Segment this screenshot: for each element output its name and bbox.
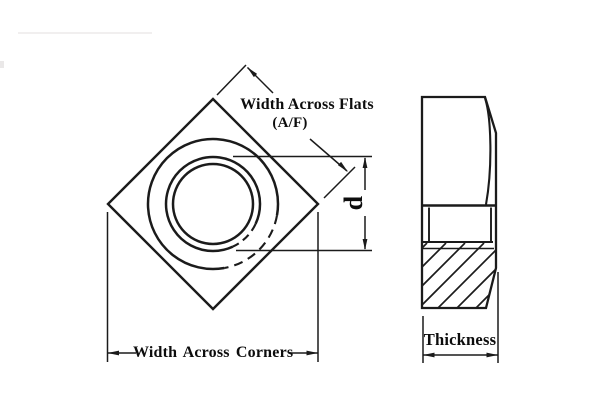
arrowhead-flats-upper xyxy=(247,67,258,78)
thread-circle-dashed-arc xyxy=(232,223,257,248)
nut-body-side-outline xyxy=(420,95,498,310)
nut-body-front-outline xyxy=(106,97,320,311)
thread-circle-solid-arc xyxy=(164,155,262,253)
hole-circle xyxy=(171,162,255,246)
arrowhead-thickness-right xyxy=(486,352,498,358)
arrowhead-d-top xyxy=(362,157,368,168)
flats-extension-line-upper xyxy=(216,64,247,96)
dimension-arrowheads xyxy=(107,67,498,358)
section-hatching xyxy=(422,243,496,308)
flats-extension-line-lower xyxy=(323,166,356,199)
arrowhead-flats-lower xyxy=(337,161,348,172)
side-view xyxy=(420,95,498,310)
label-width-across-corners: Width Across Corners xyxy=(133,344,294,361)
dimension-thickness xyxy=(422,272,499,363)
arrowhead-thickness-left xyxy=(423,352,435,358)
chamfer-curve xyxy=(484,97,492,205)
arrowhead-corners-left xyxy=(107,350,119,356)
label-af: (A/F) xyxy=(272,115,308,131)
scan-artifacts xyxy=(0,32,152,68)
chamfer-circle-dashed-arc xyxy=(224,215,279,270)
label-d: d xyxy=(338,195,368,211)
arrowhead-d-bottom xyxy=(362,239,368,250)
arrowhead-corners-right xyxy=(306,350,318,356)
label-thickness: Thickness xyxy=(423,330,497,349)
label-width-across-flats: Width Across Flats xyxy=(240,96,374,113)
chamfer-circle-solid-arc xyxy=(146,137,280,271)
front-view xyxy=(106,97,320,311)
